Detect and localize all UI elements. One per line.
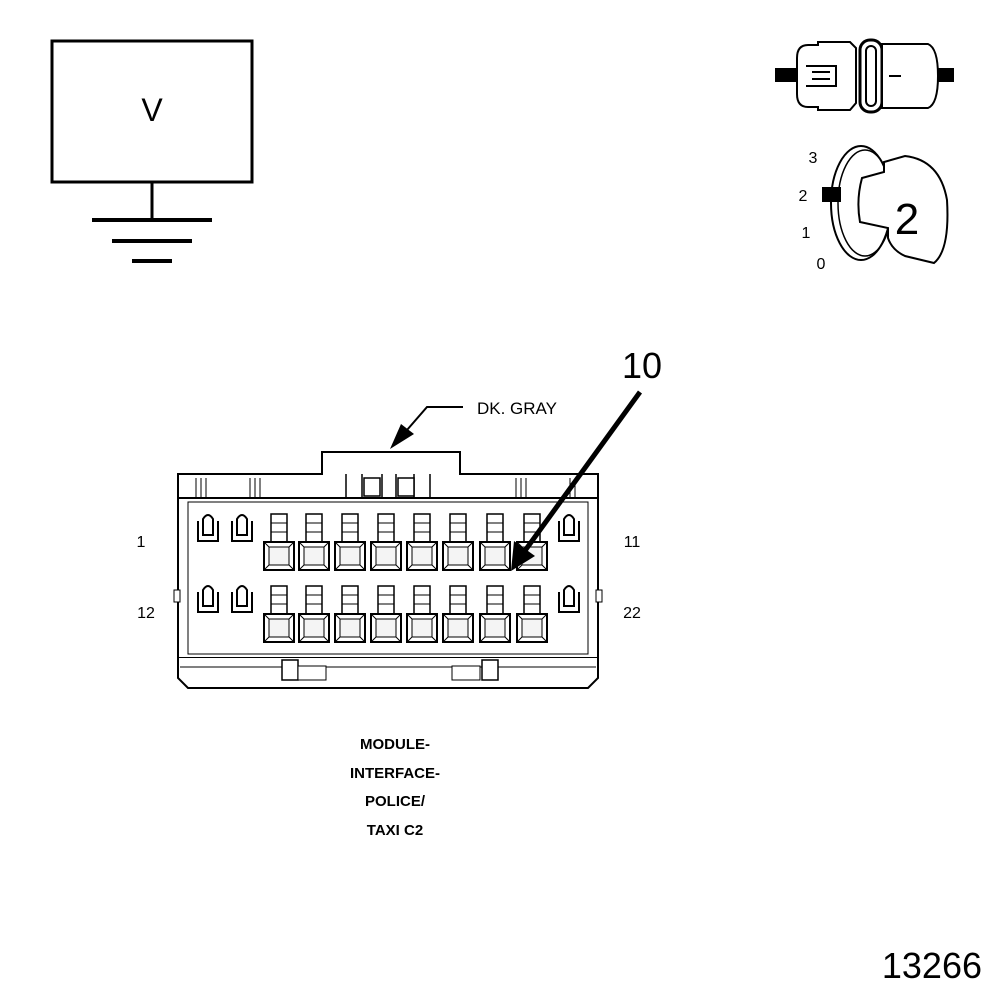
callout-pin-number: 10 [622,345,662,386]
caption-line: TAXI C2 [367,822,423,839]
latch-cavity [231,585,253,613]
pin-label-bottom-left: 12 [137,605,155,622]
callout-arrowhead [511,541,535,571]
latch-cavity [197,514,219,542]
terminal-stem [486,585,504,615]
terminal-stem [305,585,323,615]
latch-cavity [197,585,219,613]
ignition-key-icon: 2 3 2 1 0 [799,145,949,273]
terminal-stem [449,585,467,615]
caption-line: POLICE/ [365,793,426,810]
latch-cavity [231,514,253,542]
ignition-position-label: 3 [809,150,818,167]
ignition-position-label: 2 [799,188,808,205]
voltmeter-box [50,39,254,184]
ignition-selected-position: 2 [895,195,919,244]
connector-c2 [173,451,603,689]
latch-cavity [558,585,580,613]
connector-color-callout: DK. GRAY [390,399,557,449]
figure-number: 13266 [882,945,982,986]
ignition-position-label: 1 [802,225,811,242]
pin-label-top-left: 1 [137,534,146,551]
disconnect-connector-icon [775,38,954,114]
terminal-stem [377,585,395,615]
connector-color-label: DK. GRAY [477,399,557,418]
terminal-stem [449,513,467,543]
voltmeter-symbol: V [50,39,254,263]
terminal-stem [413,513,431,543]
connector-caption: MODULE- INTERFACE- POLICE/ TAXI C2 [350,736,440,839]
terminal-stem [270,513,288,543]
terminal-stem [523,585,541,615]
pin-label-top-right: 11 [624,534,641,551]
terminal-stem [305,513,323,543]
callout-arrow [521,390,643,554]
caption-line: INTERFACE- [350,765,440,782]
ignition-position-label: 0 [817,256,826,273]
voltmeter-label: V [141,92,163,128]
terminal-stem [413,585,431,615]
latch-cavity [558,514,580,542]
terminal-stem [486,513,504,543]
ignition-position-marker [822,187,841,202]
terminal-stem [341,513,359,543]
connector-cavities [197,513,580,643]
caption-line: MODULE- [360,736,430,753]
pin-callout: 10 [511,345,662,571]
ground-icon [92,218,212,263]
pin-label-bottom-right: 22 [623,605,641,622]
terminal-stem [341,585,359,615]
terminal-stem [377,513,395,543]
terminal-stem [270,585,288,615]
